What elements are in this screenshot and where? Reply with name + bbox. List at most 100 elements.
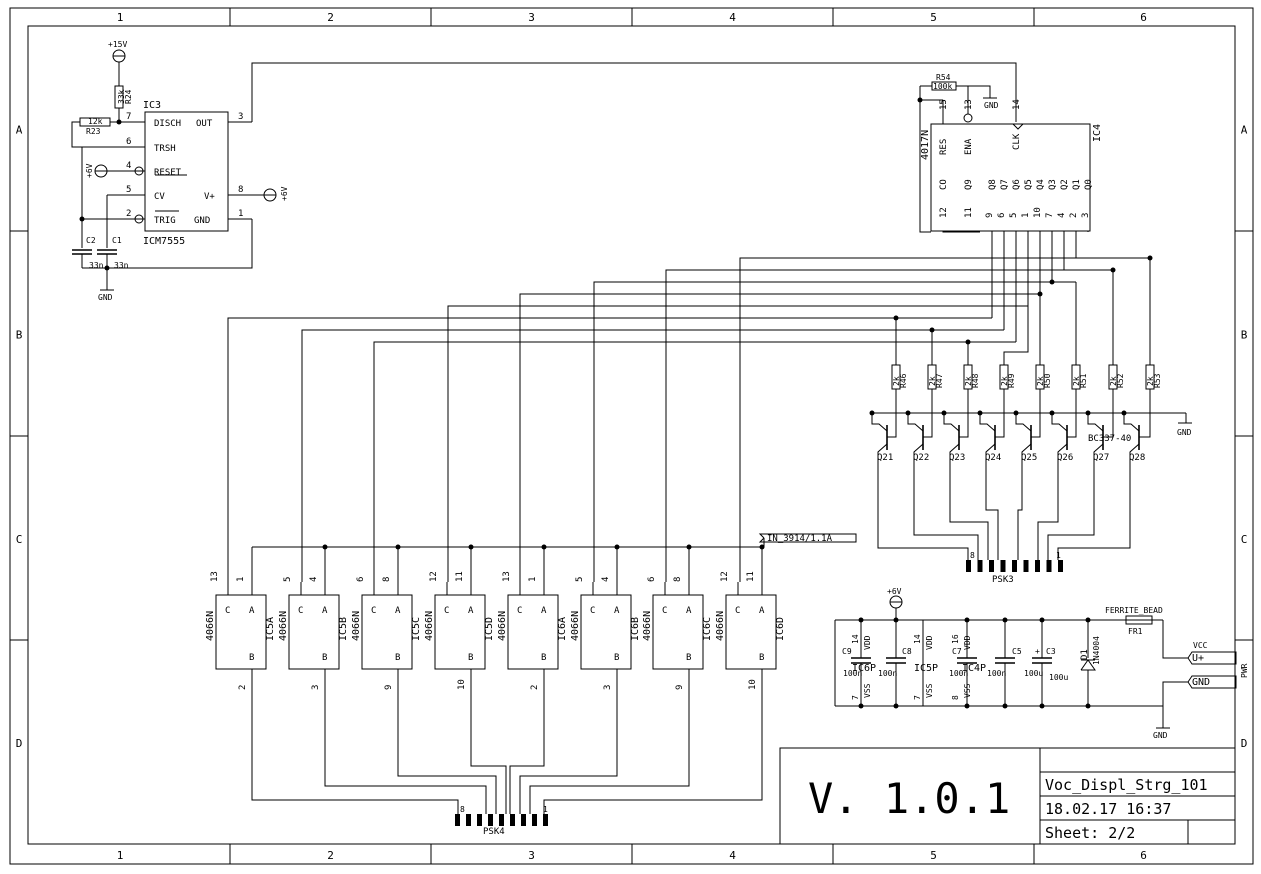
connector-pin [1000,560,1006,572]
ic3-pin-name: CV [154,192,165,202]
connector-pin-label: 8 [970,551,975,560]
ferrite-ref: FR1 [1128,627,1143,636]
wire [1047,466,1095,560]
junction-dot [858,617,864,623]
ic3-pin-name: TRIG [154,216,176,226]
switch-pin-name: A [614,606,620,616]
switch-part: 4066N [570,611,581,641]
junction-dot [941,410,947,416]
switch-pin-name: C [662,606,667,616]
connector-pin [510,814,515,826]
switch-pin-name: A [395,606,401,616]
ic3-pin-name: TRSH [154,144,176,154]
transistor-name: Q24 [985,453,1001,463]
transistor-name: Q22 [913,453,929,463]
junction-dot [964,703,970,709]
row-label: B [1241,329,1248,342]
junction-dot [869,410,875,416]
wire [543,690,763,814]
junction-dot [541,544,547,550]
switch-pin-name: B [541,653,546,663]
wire [1037,466,1059,560]
switch-pin-number: 9 [384,685,394,690]
gnd-label: GND [984,101,999,110]
r54-value: 100k [933,82,952,91]
ic3-part: ICM7555 [143,236,185,247]
base-wire [959,413,969,438]
switch-body [652,594,704,670]
r24-ref: R24 [124,89,133,104]
wire [82,219,253,269]
diode-ref: D1 [1080,649,1090,660]
switch-part: 4066N [205,611,216,641]
switch-pin-number: 13 [502,571,512,582]
switch-pin-number: 3 [311,685,321,690]
connector-pin [1046,560,1052,572]
junction-dot [1013,410,1019,416]
switch-pin-number: 10 [748,679,758,690]
junction-dot [1002,617,1008,623]
c2-ref: C2 [86,236,96,245]
emitter-wire [871,413,888,432]
base-wire [923,413,933,438]
column-label: 4 [729,11,736,24]
supply-label: +6V [85,163,94,178]
cap-value: 100n [949,669,968,678]
ic4-pin-number: 10 [1033,207,1043,218]
switch-pin-name: C [371,606,376,616]
switch-pin-number: 4 [601,577,611,582]
diode-part: 1N4004 [1092,636,1101,665]
ic3-ref: IC3 [143,100,161,111]
power-port-name: PWR [1240,663,1249,678]
junction-dot [1085,410,1091,416]
junction-dot [893,703,899,709]
ic4-pin-number: 3 [1081,213,1091,218]
transistor-name: Q21 [877,453,893,463]
column-label: 3 [528,849,535,862]
switch-pin-name: C [444,606,449,616]
switch-pin-number: 2 [530,685,540,690]
power-pin-number: 16 [951,634,960,644]
row-label: C [16,533,23,546]
base-wire [1031,413,1041,438]
emitter-wire [1087,413,1104,432]
wire [251,690,459,814]
psk3-label: PSK3 [992,575,1014,585]
resistor-value: 2k [1146,376,1155,386]
connector-pin-label: 1 [1056,551,1061,560]
ctrl-wire [739,257,1076,582]
wire [877,466,969,560]
switch-pin-number: 12 [429,571,439,582]
power-pin-name: VDD [925,635,934,650]
connector-pin-label: 8 [460,805,465,814]
junction-dot [893,315,899,321]
ic3-pin-name: V+ [204,192,215,202]
switch-body [434,594,486,670]
row-label: C [1241,533,1248,546]
base-wire [1067,413,1077,438]
transistor-name: Q26 [1057,453,1073,463]
switch-part: 4066N [351,611,362,641]
ic4-pin-name: Q7 [1000,179,1010,190]
cap-ref: C9 [842,647,852,656]
column-label: 6 [1140,849,1147,862]
switch-pin-number: 6 [356,577,366,582]
switch-body [725,594,777,670]
ic4-pin-number: 11 [964,207,974,218]
switch-pin-name: A [468,606,474,616]
gnd-label: GND [98,293,113,302]
transistor-type: BC337-40 [1088,434,1131,444]
collector-wire [985,443,996,466]
ic4-pin-name: Q4 [1036,179,1046,190]
r23-ref: R23 [86,127,101,136]
power-pin-name: VDD [963,635,972,650]
wire [942,231,980,233]
input-port-label: IN_3914/1.1A [767,534,833,544]
junction-dot [1039,703,1045,709]
ctrl-wire [447,305,1028,582]
resistor-value: 2k [964,376,973,386]
ic3-pin-number: 3 [238,112,243,122]
wire [985,466,999,560]
junction-dot [929,327,935,333]
psk4-label: PSK4 [483,827,505,837]
